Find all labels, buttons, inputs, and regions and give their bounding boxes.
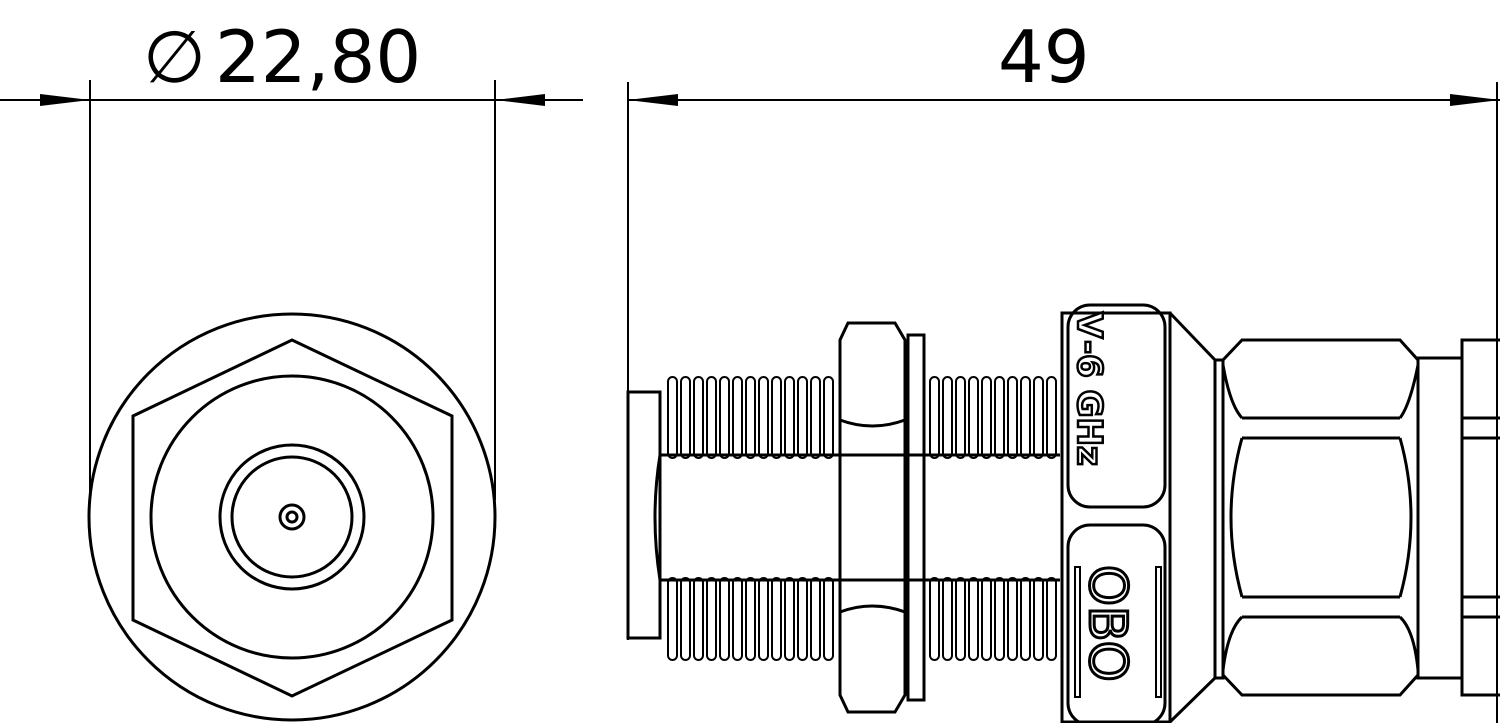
- thread-ridge: [1020, 577, 1031, 661]
- outer-circle: [87, 312, 497, 722]
- thread-ridge: [942, 577, 953, 661]
- label-panel-bottom: [1066, 523, 1167, 723]
- thread-ridge: [667, 577, 678, 661]
- logo-bar-left: [1074, 566, 1081, 698]
- thread-ridge: [745, 376, 756, 459]
- thread-ridge: [929, 376, 940, 459]
- front-view: ∅ 22,80: [0, 15, 583, 722]
- length-value: 49: [998, 15, 1090, 99]
- thread-ridge: [1007, 376, 1018, 459]
- socket-inner: [230, 455, 354, 579]
- inner-circle: [149, 374, 435, 660]
- thread-ridge: [719, 376, 730, 459]
- thread-ridge: [732, 577, 743, 661]
- thread-ridge: [994, 376, 1005, 459]
- thread-ridge: [1046, 376, 1057, 459]
- thread-ridge: [771, 376, 782, 459]
- thread-ridge: [981, 376, 992, 459]
- socket-outer: [218, 443, 366, 591]
- thread-ridge: [1007, 577, 1018, 661]
- marking-ring: [1060, 311, 1172, 723]
- thread-ridge: [706, 376, 717, 459]
- thread-ridge: [784, 376, 795, 459]
- thread-ridge: [929, 577, 940, 661]
- thread-ridge: [955, 376, 966, 459]
- arrow-left: [628, 94, 678, 106]
- thread-ridge: [968, 376, 979, 459]
- thread-ridge: [1033, 376, 1044, 459]
- lock-nut: [838, 321, 907, 714]
- diameter-symbol: ∅: [143, 15, 206, 99]
- thread-ridge: [758, 376, 769, 459]
- thread-ridge: [981, 577, 992, 661]
- thread-ridge: [955, 577, 966, 661]
- thread-ridge: [1046, 577, 1057, 661]
- arrow-right: [1450, 94, 1500, 106]
- thread-ridge: [784, 577, 795, 661]
- threads: [667, 376, 1057, 661]
- marking-voltage: V: [1069, 312, 1109, 339]
- thread-ridge: [1033, 577, 1044, 661]
- arrow-left: [40, 94, 90, 106]
- thread-ridge: [680, 376, 691, 459]
- thread-ridge: [745, 577, 756, 661]
- thread-ridge: [994, 577, 1005, 661]
- thread-ridge: [771, 577, 782, 661]
- thread-ridge: [968, 577, 979, 661]
- rear-ring: [1460, 338, 1500, 697]
- front-sleeve: [626, 390, 662, 640]
- thread-ridge: [810, 577, 821, 661]
- logo-bar-right: [1155, 566, 1162, 698]
- arrow-right: [495, 94, 545, 106]
- hex-body-edges: [1221, 364, 1420, 671]
- thread-core: [653, 453, 1060, 582]
- diameter-value: 22,80: [215, 15, 421, 99]
- thread-ridge: [706, 577, 717, 661]
- marking-frequency: -6 GHz: [1069, 340, 1109, 466]
- side-view: 49 V -6 GHz OBO: [626, 15, 1500, 723]
- thread-ridge: [797, 376, 808, 459]
- thread-ridge: [810, 376, 821, 459]
- hex-outline: [131, 338, 454, 698]
- label-panel-top: [1066, 303, 1167, 509]
- thread-ridge: [823, 376, 834, 459]
- thread-ridge: [823, 577, 834, 661]
- thread-ridge: [719, 577, 730, 661]
- thread-ridge: [1020, 376, 1031, 459]
- thread-ridge: [693, 577, 704, 661]
- cone: [1168, 311, 1217, 723]
- lock-washer: [906, 333, 926, 702]
- thread-ridge: [758, 577, 769, 661]
- thread-ridge: [732, 376, 743, 459]
- center-pin-inner: [285, 510, 299, 524]
- rear-ring-edges: [1462, 416, 1500, 619]
- thread-ridge: [693, 376, 704, 459]
- lock-nut-edges: [839, 418, 906, 614]
- thread-ridge: [797, 577, 808, 661]
- thread-ridge: [942, 376, 953, 459]
- center-pin-outer: [278, 503, 306, 531]
- thread-ridge: [680, 577, 691, 661]
- brand-logo: OBO: [1077, 565, 1137, 682]
- thread-ridge: [667, 376, 678, 459]
- hex-body: [1221, 338, 1420, 697]
- neck: [1416, 356, 1464, 680]
